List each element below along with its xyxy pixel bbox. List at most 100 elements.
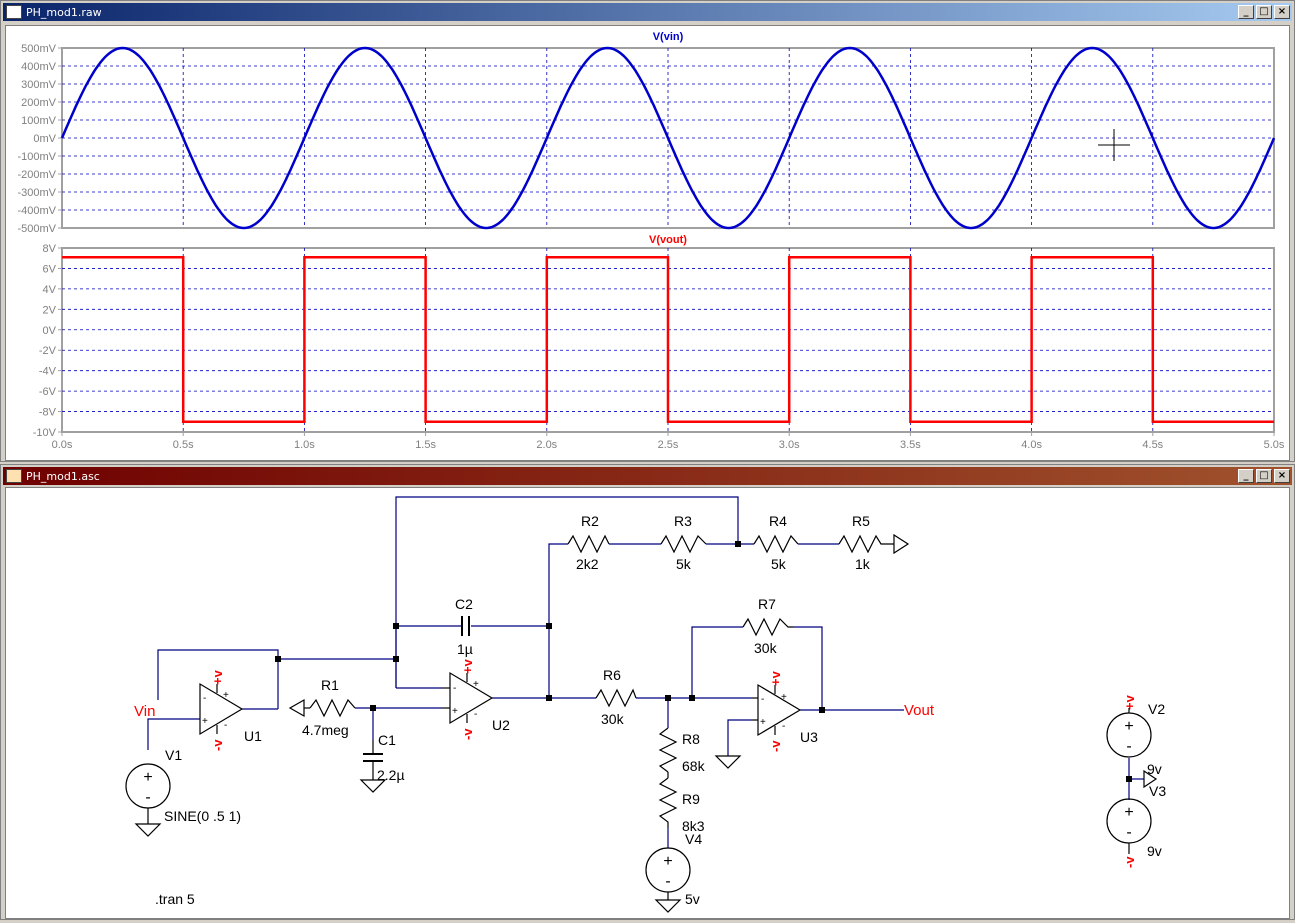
r4-ref: R4: [769, 513, 787, 529]
x-tick-label: 5.0s: [1264, 439, 1285, 451]
vout-y-tick-label: -4V: [39, 366, 57, 378]
vout-y-tick-label: 4V: [43, 284, 57, 296]
c2-value: 1µ: [457, 641, 473, 657]
resistor-r3-icon: [660, 534, 707, 554]
vout-trace: [62, 255, 1274, 424]
resistor-r2-icon: [567, 534, 610, 554]
resistor-r5-icon: [838, 534, 894, 554]
v2-value: 9v: [1147, 761, 1162, 777]
vout-y-tick-label: -8V: [39, 407, 57, 419]
r2-ref: R2: [581, 513, 599, 529]
u2-vplus-label: +v: [460, 658, 475, 674]
v2-vplus-label: +v: [1122, 694, 1137, 710]
v4-ref: V4: [685, 831, 702, 847]
r3-value: 5k: [676, 556, 692, 572]
supply-net-labels: +v -v +v -v +v -v +v -v: [210, 658, 1137, 868]
ground-v1-icon: [134, 823, 162, 837]
r2-value: 2k2: [576, 556, 599, 572]
component-labels: R1 4.7meg R2 2k2 R3 5k R4 5k R5 1k R6 30…: [155, 513, 1166, 907]
vin-y-tick-label: 100mV: [21, 115, 57, 127]
r5-value: 1k: [855, 556, 871, 572]
c2-ref: C2: [455, 596, 473, 612]
wires: [147, 496, 1144, 848]
svg-text:+: +: [1124, 804, 1133, 821]
svg-text:+: +: [781, 692, 787, 703]
junction-dots: [275, 541, 1132, 782]
r5-ref: R5: [852, 513, 870, 529]
x-tick-label: 1.5s: [415, 439, 436, 451]
vin-y-tick-label: 0mV: [33, 133, 56, 145]
resistor-symbols: [309, 534, 894, 828]
vout-y-tick-label: 2V: [43, 304, 57, 316]
schematic-window: PH_mod1.asc _ □ ×: [0, 464, 1295, 920]
waveform-plot[interactable]: 500mV400mV300mV200mV100mV0mV-100mV-200mV…: [6, 26, 1291, 460]
svg-text:-: -: [203, 693, 206, 704]
waveform-app-icon: [6, 5, 22, 19]
vin-y-tick-label: 500mV: [21, 43, 57, 55]
resistor-r6-icon: [595, 688, 637, 708]
v3-vminus-label: -v: [1122, 856, 1137, 868]
v2-ref: V2: [1148, 701, 1165, 717]
r3-ref: R3: [674, 513, 692, 529]
u1-vplus-label: +v: [210, 669, 225, 685]
x-tick-label: 3.0s: [779, 439, 800, 451]
r4-value: 5k: [771, 556, 787, 572]
v1-value: SINE(0 .5 1): [164, 808, 241, 824]
vin-trace: [60, 46, 1276, 230]
vin-y-tick-label: -400mV: [17, 205, 56, 217]
resistor-r8-icon: [658, 727, 678, 773]
close-button[interactable]: ×: [1274, 5, 1290, 19]
vin-y-tick-label: -200mV: [17, 169, 56, 181]
vin-y-tick-label: -500mV: [17, 223, 56, 235]
x-tick-label: 0.5s: [173, 439, 194, 451]
vin-y-tick-label: 400mV: [21, 61, 57, 73]
resistor-r4-icon: [753, 534, 799, 554]
svg-text:+: +: [663, 853, 672, 870]
vout-y-tick-label: -10V: [33, 427, 57, 439]
r6-value: 30k: [601, 711, 625, 727]
resistor-r9-icon: [658, 777, 678, 828]
opamp-u2-icon: [449, 671, 494, 725]
u3-vplus-label: +v: [768, 670, 783, 686]
svg-text:-: -: [474, 709, 477, 720]
schematic-pane[interactable]: -+ +- -+ +- -+ +- +v -v +v -v +v -v +v -…: [5, 487, 1290, 919]
ground-c1-icon: [359, 779, 387, 793]
c1-ref: C1: [378, 732, 396, 748]
x-tick-label: 1.0s: [294, 439, 315, 451]
svg-text:-: -: [782, 721, 785, 732]
svg-text:-: -: [1126, 738, 1131, 755]
x-tick-label: 2.5s: [658, 439, 679, 451]
svg-text:+: +: [143, 769, 152, 786]
minimize-button[interactable]: _: [1238, 469, 1254, 483]
ground-symbols: [134, 755, 1158, 913]
schematic-canvas[interactable]: -+ +- -+ +- -+ +- +v -v +v -v +v -v +v -…: [6, 488, 1291, 918]
ground-r5-icon: [893, 533, 910, 555]
x-tick-label: 3.5s: [900, 439, 921, 451]
r1-value: 4.7meg: [302, 722, 349, 738]
r8-ref: R8: [682, 731, 700, 747]
v4-value: 5v: [685, 891, 700, 907]
schematic-titlebar[interactable]: PH_mod1.asc _ □ ×: [3, 467, 1292, 485]
crosshair-cursor-icon: [1098, 129, 1130, 161]
vout-y-tick-label: 0V: [43, 325, 57, 337]
u1-ref: U1: [244, 728, 262, 744]
x-tick-label: 2.0s: [536, 439, 557, 451]
ground-v4-icon: [654, 899, 682, 913]
resistor-r1-icon: [309, 698, 356, 718]
maximize-button[interactable]: □: [1256, 5, 1272, 19]
ground-r1-icon: [288, 698, 305, 718]
maximize-button[interactable]: □: [1256, 469, 1272, 483]
waveform-titlebar[interactable]: PH_mod1.raw _ □ ×: [3, 3, 1292, 21]
c1-value: 2.2µ: [377, 767, 405, 783]
spice-directive: .tran 5: [155, 891, 195, 907]
x-tick-label: 4.0s: [1021, 439, 1042, 451]
close-button[interactable]: ×: [1274, 469, 1290, 483]
minimize-button[interactable]: _: [1238, 5, 1254, 19]
svg-text:-: -: [761, 694, 764, 705]
vin-panel-title: V(vin): [653, 31, 684, 43]
vout-y-tick-label: -2V: [39, 345, 57, 357]
svg-text:+: +: [1124, 718, 1133, 735]
